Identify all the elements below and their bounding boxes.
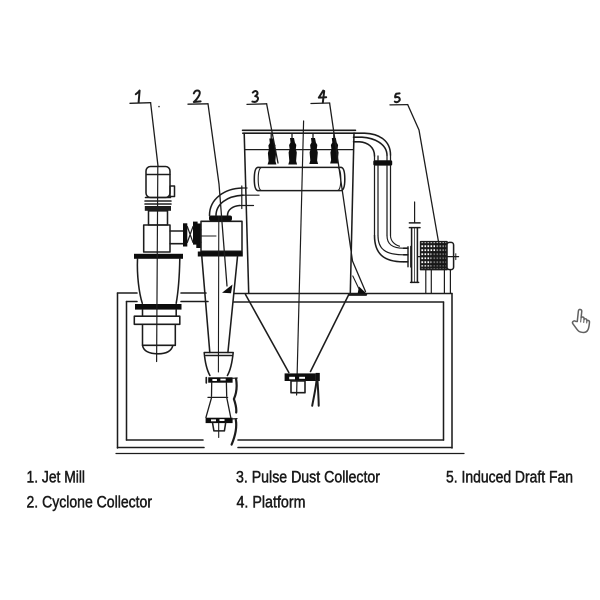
svg-text:4. Platform: 4. Platform [237, 493, 306, 511]
svg-text:5. Induced Draft Fan: 5. Induced Draft Fan [446, 468, 573, 486]
svg-text:1. Jet Mill: 1. Jet Mill [27, 468, 86, 486]
svg-text:3. Pulse Dust Collector: 3. Pulse Dust Collector [236, 468, 380, 486]
svg-text:2. Cyclone Collector: 2. Cyclone Collector [27, 493, 153, 511]
